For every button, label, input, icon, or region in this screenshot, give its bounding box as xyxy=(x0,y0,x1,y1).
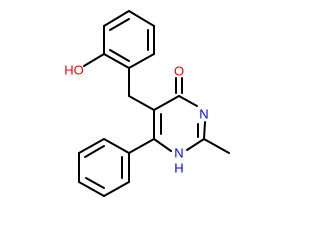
ring-nh-hydrogen-label: H xyxy=(174,161,183,176)
bond xyxy=(109,49,130,62)
bond xyxy=(103,53,130,69)
carbonyl-oxygen-label: O xyxy=(174,64,184,79)
bond xyxy=(128,138,155,154)
phenol-ring xyxy=(103,10,155,69)
hydroxyl-label: HO xyxy=(64,63,84,78)
bond xyxy=(153,138,172,152)
chemical-structure: HO O N N H xyxy=(64,10,230,197)
bond xyxy=(128,95,155,111)
bond xyxy=(85,177,105,189)
bond xyxy=(128,53,155,69)
bond xyxy=(103,10,130,27)
bond xyxy=(103,138,130,154)
bond xyxy=(78,181,105,197)
bond xyxy=(78,138,105,154)
bond xyxy=(128,10,155,27)
bond xyxy=(83,53,105,67)
ring-nh-nitrogen-label: N xyxy=(174,146,183,161)
bond xyxy=(84,145,105,158)
ring-nitrogen-label: N xyxy=(199,107,208,122)
bond xyxy=(153,95,180,111)
bond xyxy=(203,138,230,154)
pyrimidinone-ring xyxy=(153,95,206,152)
bond xyxy=(109,18,130,31)
phenyl-ring xyxy=(78,138,130,197)
bond xyxy=(103,181,130,197)
bond xyxy=(178,95,198,107)
bond xyxy=(186,138,205,151)
bond xyxy=(203,121,206,140)
